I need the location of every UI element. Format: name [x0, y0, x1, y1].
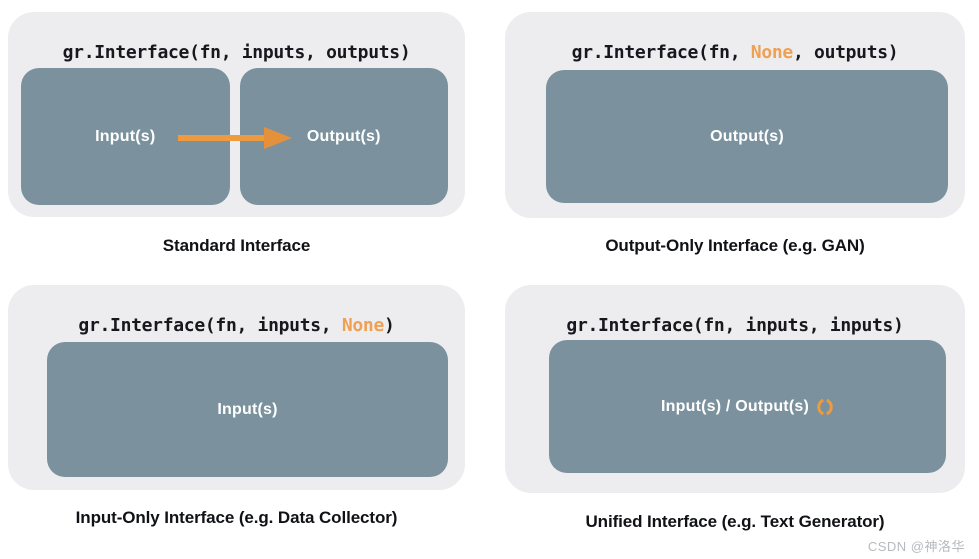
- input-output-box-label: Input(s) / Output(s): [661, 397, 809, 415]
- code-segment: gr.Interface(fn, inputs, inputs): [566, 315, 904, 336]
- panel-unified-interface: gr.Interface(fn, inputs, inputs) Input(s…: [505, 285, 965, 493]
- code-highlight-none: None: [341, 315, 385, 336]
- output-box: Output(s): [546, 70, 948, 203]
- code-segment: gr.Interface(fn,: [571, 42, 751, 63]
- panel-standard-interface: gr.Interface(fn, inputs, outputs) Input(…: [8, 12, 465, 217]
- code-segment: gr.Interface(fn, inputs,: [78, 315, 342, 336]
- output-box-label: Output(s): [710, 127, 784, 145]
- input-box: Input(s): [47, 342, 448, 477]
- csdn-watermark: CSDN @神洛华: [867, 539, 965, 554]
- code-line-standard: gr.Interface(fn, inputs, outputs): [8, 42, 465, 63]
- code-segment: gr.Interface(fn, inputs, outputs): [62, 42, 411, 63]
- sync-icon: [817, 398, 833, 415]
- panel-input-only-interface: gr.Interface(fn, inputs, None) Input(s): [8, 285, 465, 490]
- caption-standard-interface: Standard Interface: [162, 236, 311, 255]
- caption-output-only-interface: Output-Only Interface (e.g. GAN): [605, 236, 865, 255]
- code-line-unified: gr.Interface(fn, inputs, inputs): [505, 315, 965, 336]
- code-line-input-only: gr.Interface(fn, inputs, None): [8, 315, 465, 336]
- code-segment: , outputs): [792, 42, 899, 63]
- code-line-output-only: gr.Interface(fn, None, outputs): [505, 42, 965, 63]
- caption-unified-interface: Unified Interface (e.g. Text Generator): [585, 512, 885, 531]
- panel-output-only-interface: gr.Interface(fn, None, outputs) Output(s…: [505, 12, 965, 218]
- input-box-label: Input(s): [217, 400, 278, 418]
- input-output-box: Input(s) / Output(s): [549, 340, 946, 473]
- code-highlight-none: None: [750, 42, 793, 63]
- caption-input-only-interface: Input-Only Interface (e.g. Data Collecto…: [75, 508, 398, 527]
- right-arrow-icon: [178, 127, 292, 149]
- input-box-label: Input(s): [95, 127, 156, 145]
- code-segment: ): [384, 315, 395, 336]
- output-box-label: Output(s): [306, 127, 381, 145]
